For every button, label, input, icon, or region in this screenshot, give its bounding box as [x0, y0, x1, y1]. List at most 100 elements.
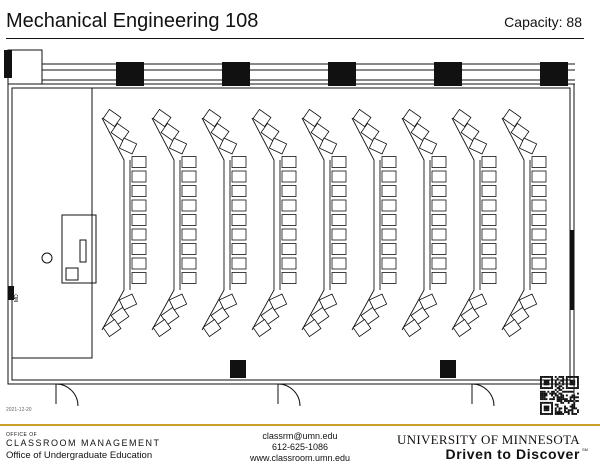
qr-module: [540, 401, 542, 404]
table-edge: [451, 117, 475, 331]
qr-module: [541, 396, 544, 399]
seat: [281, 170, 297, 183]
seat: [131, 156, 147, 168]
seat: [302, 318, 322, 338]
qr-module: [549, 401, 552, 404]
qr-module: [577, 376, 579, 378]
qr-module: [552, 398, 555, 401]
seat: [231, 228, 247, 241]
seat: [431, 272, 447, 284]
seat: [481, 228, 497, 241]
qr-module: [543, 405, 546, 408]
room-title: Mechanical Engineering 108: [6, 10, 259, 32]
seat: [118, 293, 138, 311]
qr-module: [540, 379, 542, 382]
qr-module: [558, 376, 561, 378]
qr-module: [577, 411, 579, 414]
qr-module: [551, 401, 553, 404]
seat: [352, 108, 372, 128]
qr-module: [551, 376, 553, 378]
seat: [531, 272, 547, 284]
university-name: UNIVERSITY OF MINNESOTA: [396, 432, 580, 447]
qr-module: [556, 413, 559, 415]
qr-module: [558, 381, 561, 384]
qr-module: [567, 390, 570, 393]
qr-module: [545, 401, 548, 404]
seat: [368, 293, 388, 311]
qr-module: [560, 392, 563, 395]
seat: [281, 243, 297, 255]
qr-module: [577, 377, 579, 380]
qr-module: [577, 383, 579, 386]
qr-module: [551, 387, 553, 389]
qr-module: [540, 405, 542, 408]
seat: [131, 272, 147, 284]
seat: [481, 214, 497, 226]
qr-module: [551, 379, 553, 382]
office-of-label: OFFICE OF: [6, 432, 38, 438]
door-middle: [277, 383, 301, 407]
seat: [318, 293, 338, 311]
qr-module: [562, 379, 565, 382]
qr-module: [551, 407, 553, 410]
qr-module: [543, 396, 546, 399]
qr-module: [565, 377, 568, 380]
qr-module: [571, 411, 574, 414]
qr-module: [556, 390, 559, 393]
table-edge: [301, 117, 325, 331]
seat: [431, 257, 447, 270]
qr-module: [547, 413, 550, 415]
seat: [231, 214, 247, 226]
seat: [102, 318, 122, 338]
seat: [431, 243, 447, 255]
seat: [281, 185, 297, 197]
seat: [381, 185, 397, 197]
seat: [131, 170, 147, 183]
column: [434, 62, 462, 86]
seat: [381, 257, 397, 270]
qr-module: [577, 387, 579, 389]
qr-module: [540, 411, 542, 414]
qr-module: [558, 392, 561, 395]
qr-module: [575, 396, 578, 399]
seat: [481, 272, 497, 284]
qr-module: [565, 385, 568, 388]
qr-module: [560, 388, 563, 391]
seat: [431, 170, 447, 183]
qr-module: [569, 409, 572, 412]
seat: [431, 214, 447, 226]
seat: [331, 257, 347, 270]
qr-module: [556, 394, 559, 397]
contact-email[interactable]: classrm@umn.edu: [262, 431, 338, 441]
qr-module: [569, 383, 572, 386]
qr-module: [577, 385, 579, 388]
university-slogan: Driven to Discover: [445, 446, 580, 462]
qr-module: [558, 400, 561, 402]
qr-module: [562, 390, 565, 393]
seat: [281, 156, 297, 168]
seat: [468, 293, 488, 311]
seat: [181, 272, 197, 284]
door-left: [55, 383, 79, 407]
seat: [381, 214, 397, 226]
seating-section: [451, 108, 497, 338]
seat: [431, 156, 447, 168]
qr-module: [564, 407, 566, 410]
qr-module: [558, 396, 561, 399]
qr-module: [556, 400, 559, 402]
table-edge: [251, 117, 275, 331]
seat: [131, 214, 147, 226]
qr-module: [551, 398, 553, 401]
qr-module: [571, 383, 574, 386]
qr-module: [547, 381, 550, 384]
seat: [481, 257, 497, 270]
service-mark: SM: [582, 447, 588, 452]
seat: [218, 137, 238, 155]
qr-module: [551, 405, 553, 408]
qr-module: [569, 405, 572, 408]
qr-module: [545, 383, 548, 386]
qr-module: [571, 390, 574, 393]
contact-website[interactable]: www.classroom.umn.edu: [249, 453, 351, 463]
qr-module: [569, 381, 572, 384]
